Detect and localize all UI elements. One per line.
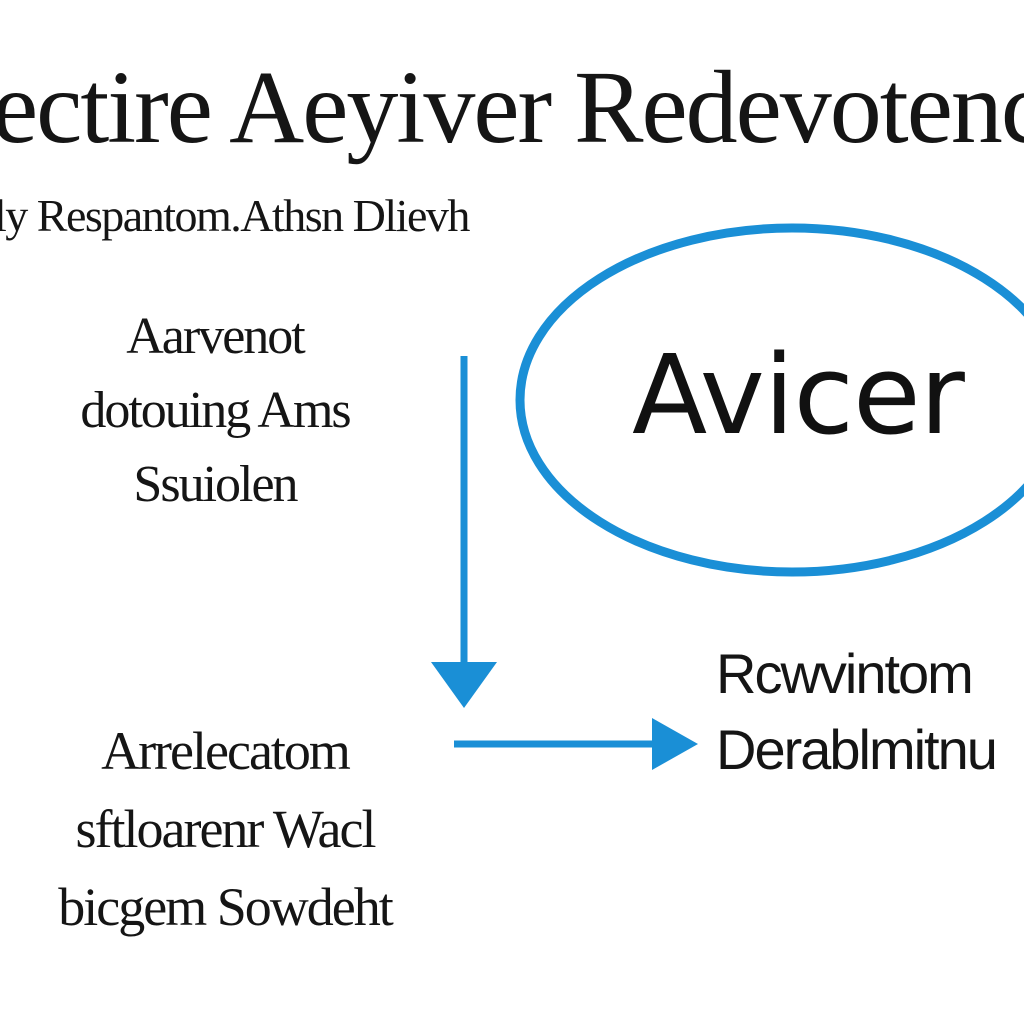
ellipse-label: Avicer xyxy=(632,331,965,459)
source-node-label: Aarvenot dotouing Ams Ssuiolen xyxy=(0,300,430,522)
bottom-left-line-3: bicgem Sowdeht xyxy=(58,877,393,937)
down-arrow-head xyxy=(431,662,497,708)
target-node-line-1: Rcwvintom xyxy=(716,642,974,705)
source-node-line-3: Ssuiolen xyxy=(133,456,298,513)
bottom-left-line-2: sftloarenr Wacl xyxy=(75,799,376,859)
diagram-subtitle: ly Respantom.Athsn Dlievh xyxy=(0,190,470,241)
target-node-line-2: Derablmitnu xyxy=(716,718,998,781)
bottom-left-node-label: Arrelecatom sftloarenr Wacl bicgem Sowde… xyxy=(0,712,460,946)
source-node-line-2: dotouing Ams xyxy=(80,382,351,439)
diagram-title: ectire Aeyiver Redevotenc xyxy=(0,50,1024,165)
bottom-left-line-1: Arrelecatom xyxy=(101,721,351,781)
right-arrow-head xyxy=(652,718,698,770)
source-node-line-1: Aarvenot xyxy=(126,308,305,365)
target-node-label: Rcwvintom Derablmitnu xyxy=(716,636,998,788)
highlight-ellipse xyxy=(515,223,1024,577)
